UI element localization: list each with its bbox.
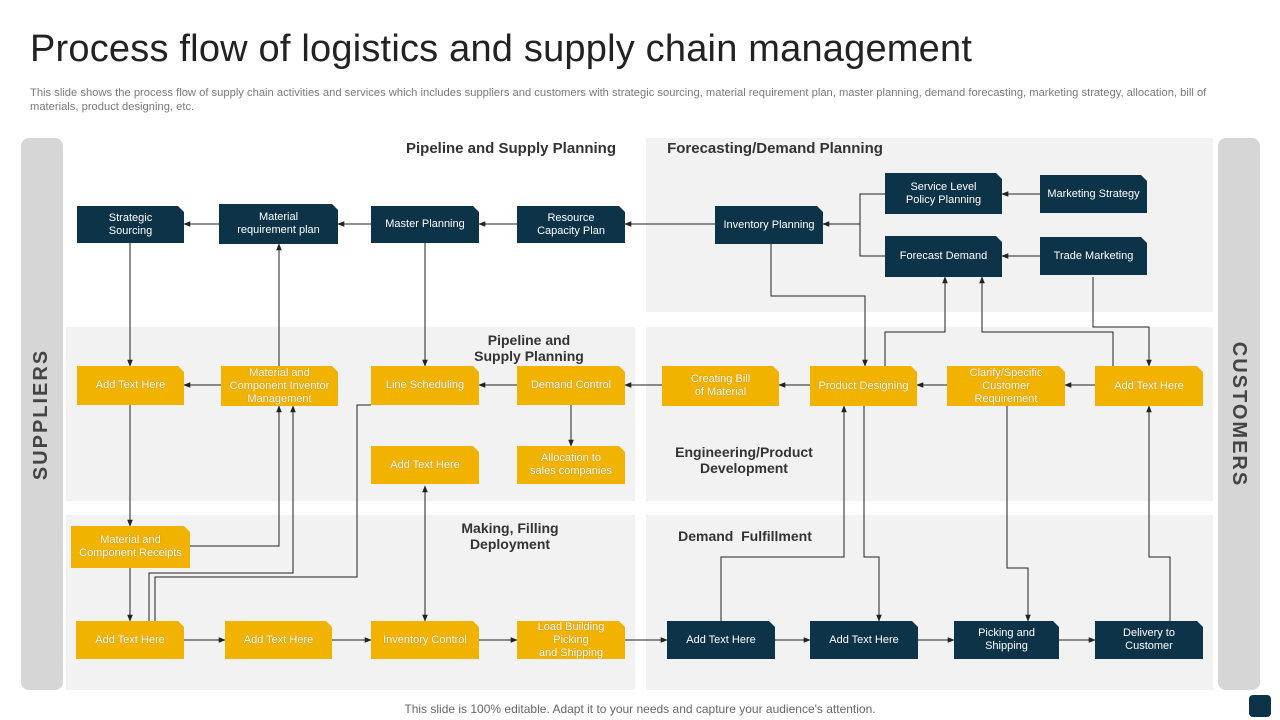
node-material-requirement-plan[interactable]: Material requirement plan bbox=[219, 204, 338, 244]
section-engineering-product-development: Engineering/Product Development bbox=[675, 444, 813, 476]
node-add-text-bottom-navy-1[interactable]: Add Text Here bbox=[667, 621, 775, 659]
node-add-text-row2-right[interactable]: Add Text Here bbox=[1095, 366, 1203, 406]
panel-demand-fulfillment bbox=[646, 515, 1213, 690]
connector bbox=[863, 406, 882, 622]
node-creating-bill-of-material[interactable]: Creating Bill of Material bbox=[662, 366, 779, 406]
section-pipeline-supply-planning: Pipeline and Supply Planning bbox=[405, 140, 617, 157]
footer-note: This slide is 100% editable. Adapt it to… bbox=[404, 702, 876, 716]
node-demand-control[interactable]: Demand Control bbox=[517, 366, 625, 405]
customers-sidebar: CUSTOMERS bbox=[1218, 138, 1260, 690]
node-add-text-middle[interactable]: Add Text Here bbox=[371, 446, 479, 484]
connector bbox=[770, 244, 868, 367]
node-picking-and-shipping[interactable]: Picking and Shipping bbox=[954, 621, 1059, 659]
corner-square-icon bbox=[1249, 695, 1271, 717]
section-making-filling-deployment: Making, Filling Deployment bbox=[461, 520, 559, 552]
node-add-text-bottom-1[interactable]: Add Text Here bbox=[76, 621, 184, 659]
node-master-planning[interactable]: Master Planning bbox=[371, 206, 479, 243]
connector bbox=[190, 405, 282, 547]
node-inventory-control[interactable]: Inventory Control bbox=[371, 621, 479, 659]
suppliers-sidebar: SUPPLIERS bbox=[21, 138, 63, 690]
page-subtitle: This slide shows the process flow of sup… bbox=[30, 87, 1207, 113]
section-demand-fulfillment: Demand Fulfillment bbox=[678, 528, 812, 544]
node-product-designing[interactable]: Product Designing bbox=[810, 366, 917, 406]
section-forecasting-demand-planning: Forecasting/Demand Planning bbox=[667, 140, 883, 157]
node-allocation-sales-companies[interactable]: Allocation to sales companies bbox=[517, 446, 625, 484]
node-material-component-inventor[interactable]: Material and Component Inventor Manageme… bbox=[221, 366, 338, 406]
panel-engineering bbox=[646, 327, 1213, 501]
node-marketing-strategy[interactable]: Marketing Strategy bbox=[1040, 175, 1147, 213]
node-delivery-to-customer[interactable]: Delivery to Customer bbox=[1095, 621, 1203, 659]
node-forecast-demand[interactable]: Forecast Demand bbox=[885, 236, 1002, 277]
connector bbox=[148, 405, 296, 621]
page-title: Process flow of logistics and supply cha… bbox=[30, 28, 973, 70]
node-add-text-bottom-2[interactable]: Add Text Here bbox=[225, 621, 332, 659]
connector bbox=[884, 276, 948, 366]
node-add-text-row2-left[interactable]: Add Text Here bbox=[77, 366, 184, 405]
node-trade-marketing[interactable]: Trade Marketing bbox=[1040, 237, 1147, 275]
node-clarify-customer-requirement[interactable]: Clarify/Specific Customer Requirement bbox=[947, 366, 1065, 406]
connector bbox=[979, 276, 1114, 366]
connector bbox=[859, 193, 885, 257]
node-inventory-planning[interactable]: Inventory Planning bbox=[715, 206, 823, 244]
node-load-building-picking-shipping[interactable]: Load Building Picking and Shipping bbox=[517, 621, 625, 659]
node-service-level-policy-planning[interactable]: Service Level Policy Planning bbox=[885, 173, 1002, 214]
connector bbox=[1006, 406, 1031, 622]
connector bbox=[720, 405, 847, 621]
node-resource-capacity-plan[interactable]: Resource Capacity Plan bbox=[517, 206, 625, 243]
node-add-text-bottom-navy-2[interactable]: Add Text Here bbox=[810, 621, 918, 659]
node-material-component-receipts[interactable]: Material and Component Receipts bbox=[71, 526, 190, 568]
node-line-scheduling[interactable]: Line Scheduling bbox=[371, 366, 479, 405]
node-strategic-sourcing[interactable]: Strategic Sourcing bbox=[77, 206, 184, 243]
section-pipeline-supply-planning-2: Pipeline and Supply Planning bbox=[474, 332, 584, 364]
connector bbox=[154, 404, 371, 621]
connector bbox=[1092, 277, 1152, 367]
connector bbox=[1146, 405, 1171, 621]
